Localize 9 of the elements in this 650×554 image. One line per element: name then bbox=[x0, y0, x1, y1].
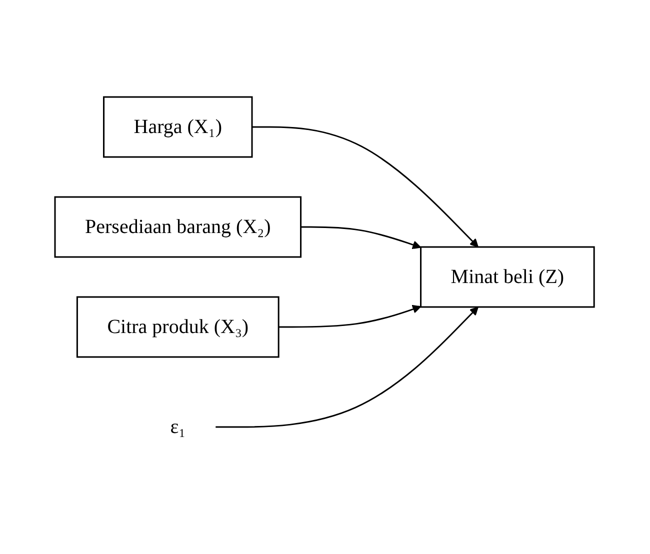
arrow bbox=[216, 306, 479, 428]
node-box: Minat beli (Z) bbox=[420, 246, 596, 308]
arrow bbox=[301, 226, 422, 250]
node-box: Citra produk (X₃) bbox=[76, 296, 280, 358]
node-box: Persediaan barang (X₂) bbox=[54, 196, 302, 258]
node-text: ε₁ bbox=[170, 416, 186, 438]
arrow bbox=[252, 126, 479, 248]
arrow bbox=[279, 304, 422, 328]
node-box: Harga (X₁) bbox=[103, 96, 254, 158]
